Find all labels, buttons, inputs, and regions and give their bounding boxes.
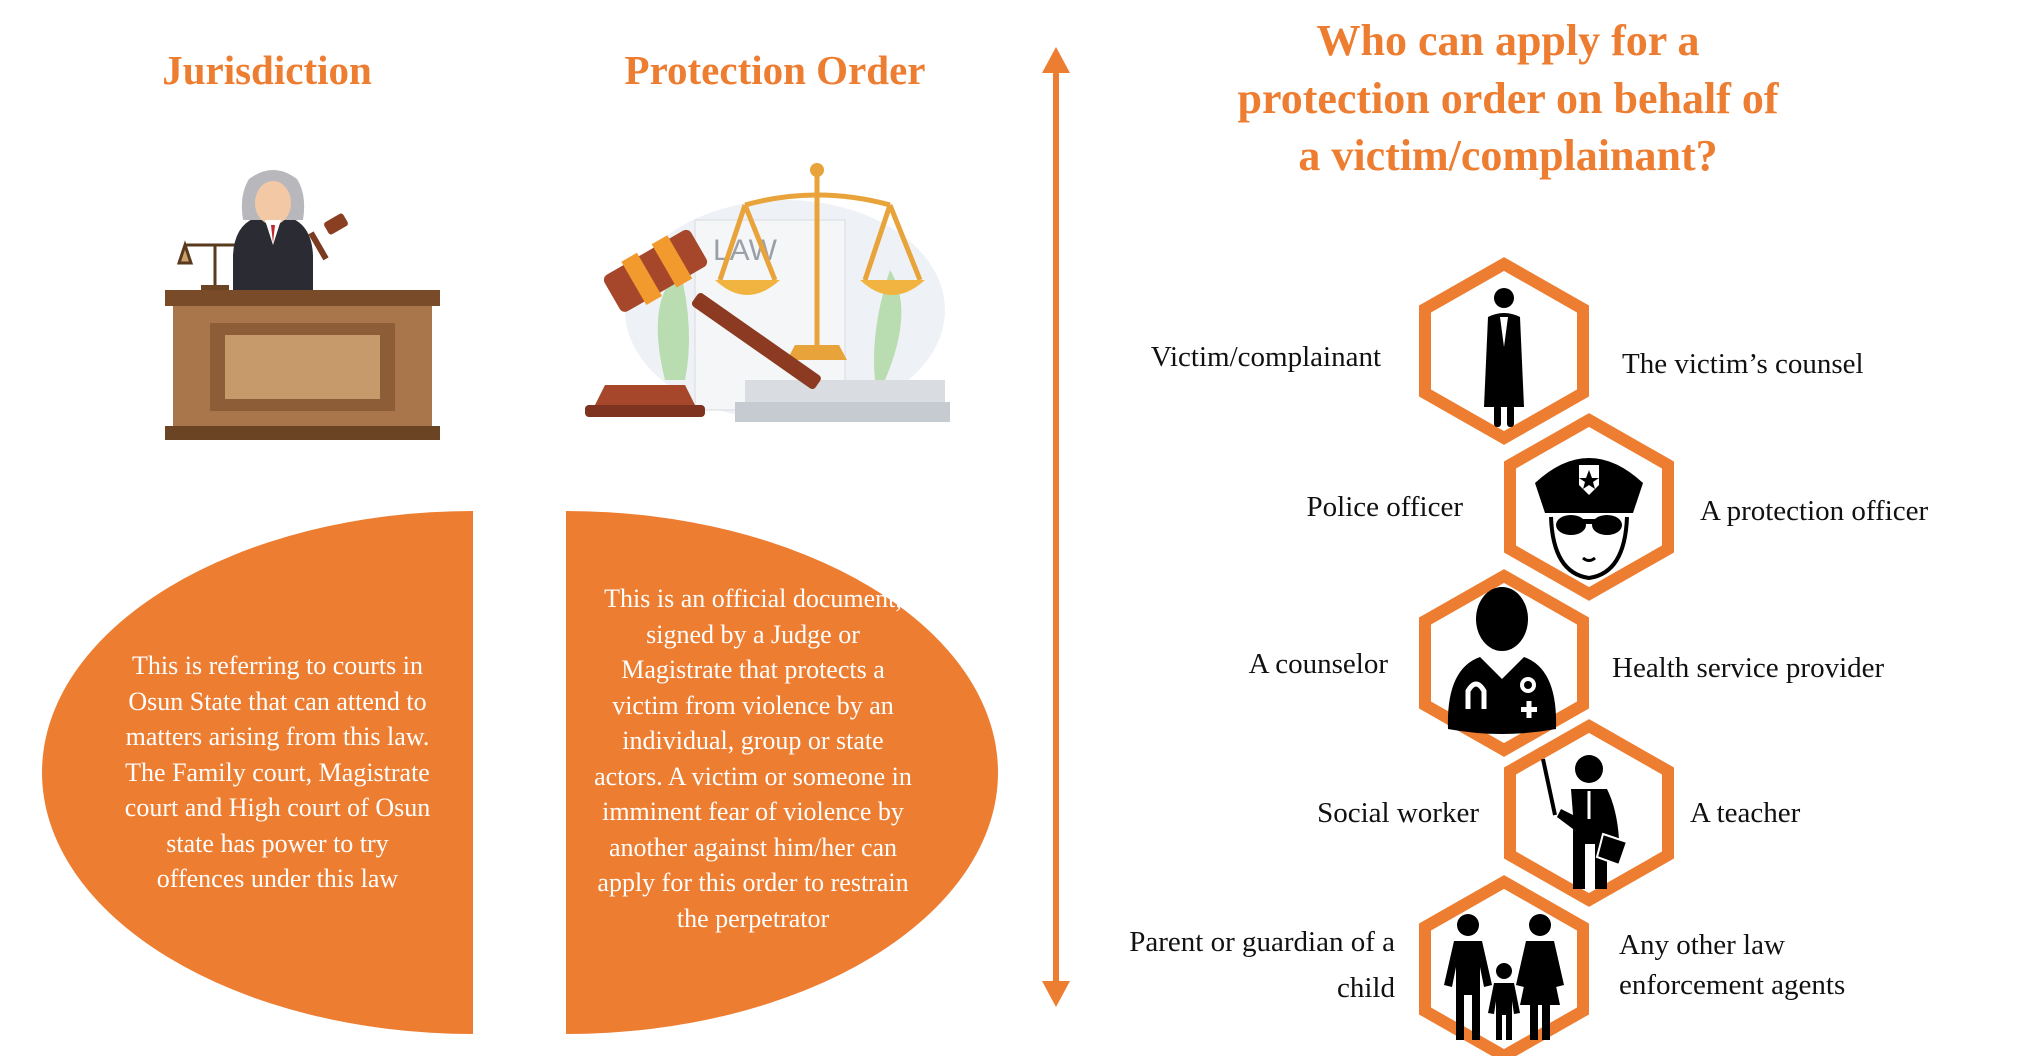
jurisdiction-body: This is referring to courts in Osun Stat…	[124, 651, 431, 894]
family-icon	[1444, 914, 1564, 1040]
hexagon-doctor	[1419, 569, 1589, 757]
applicant-counselor: A counselor	[1248, 648, 1388, 680]
hexagon-teacher	[1504, 719, 1674, 907]
applicants-title: Who can apply for a protection order on …	[1237, 16, 1779, 180]
gavel-scales-illustration: LAW	[585, 163, 950, 422]
applicant-law-enforcement: Any other law enforcement agents	[1619, 929, 1846, 1001]
police-officer-icon	[1535, 458, 1643, 581]
protection-order-body: This is an official document, signed by …	[594, 584, 912, 933]
protection-order-title: Protection Order	[624, 47, 926, 93]
hexagon-lawyer	[1419, 257, 1589, 445]
applicant-victims-counsel: The victim’s counsel	[1622, 348, 1864, 380]
applicant-parent-guardian: Parent or guardian of a child	[1129, 926, 1395, 1004]
doctor-icon	[1447, 587, 1557, 734]
applicant-social-worker: Social worker	[1317, 797, 1479, 829]
applicant-victim-complainant: Victim/complainant	[1150, 341, 1381, 373]
teacher-icon	[1541, 755, 1629, 889]
lawyer-icon	[1484, 288, 1524, 427]
vertical-divider-arrow	[1042, 47, 1070, 1007]
protection-order-description: This is an official document, signed by …	[566, 511, 998, 1034]
jurisdiction-title: Jurisdiction	[162, 47, 372, 93]
hexagon-family	[1419, 875, 1589, 1056]
hexagon-police	[1504, 413, 1674, 601]
jurisdiction-description: This is referring to courts in Osun Stat…	[42, 511, 473, 1034]
applicant-teacher: A teacher	[1690, 797, 1801, 829]
applicant-police-officer: Police officer	[1306, 491, 1463, 523]
applicant-protection-officer: A protection officer	[1700, 495, 1929, 527]
judge-illustration	[165, 170, 440, 440]
applicant-health-service-provider: Health service provider	[1612, 652, 1885, 684]
